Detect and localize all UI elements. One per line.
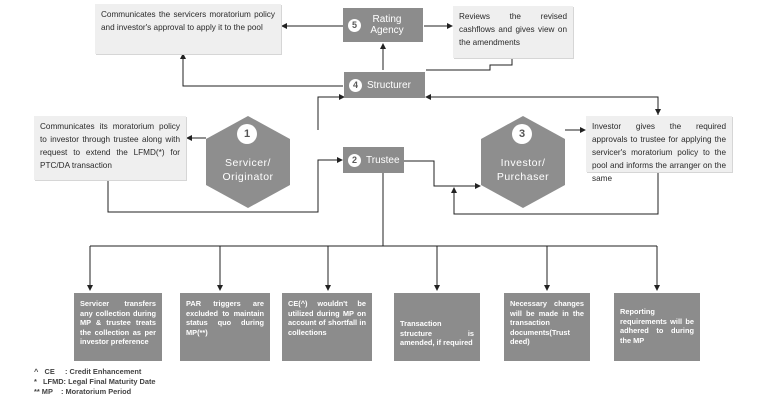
investor-purchaser-label: Investor/ Purchaser xyxy=(496,157,550,183)
structurer-label: Structurer xyxy=(367,79,411,91)
arrow-investor-to-trustee xyxy=(451,172,659,215)
outcome-box: CE(^) wouldn't be utilized during MP on … xyxy=(282,293,372,361)
outcome-box: Reporting requirements will be adhered t… xyxy=(614,293,700,361)
outcome-box: Servicer transfers any collection during… xyxy=(74,293,162,361)
footnote-lfmd: * LFMD: Legal Final Maturity Date xyxy=(34,377,156,386)
trustee-label: Trustee xyxy=(366,154,400,166)
step-number-3: 3 xyxy=(512,124,532,144)
rating-agency-label: Rating Agency xyxy=(370,14,404,36)
outcome-box: Necessary changes will be made in the tr… xyxy=(504,293,590,361)
step-number-5: 5 xyxy=(348,18,361,32)
trustee-box: 2 Trustee xyxy=(343,147,404,173)
footnote-ce: ^ CE : Credit Enhancement xyxy=(34,367,142,376)
note-reviews-cashflows: Reviews the revised cashflows and gives … xyxy=(453,6,573,58)
arrow-servicer-to-trustee xyxy=(107,157,343,213)
step-number-4: 4 xyxy=(349,78,362,92)
note-moratorium-policy: Communicates its moratorium policy to in… xyxy=(34,116,186,180)
servicer-originator-label: Servicer/ Originator xyxy=(222,157,274,183)
note-investor-approvals: Investor gives the required approvals to… xyxy=(586,116,732,183)
outcome-box: PAR triggers are excluded to maintain st… xyxy=(180,293,270,361)
arrow-trustee-to-investor xyxy=(404,160,481,189)
step-number-1: 1 xyxy=(237,124,257,144)
step-number-2: 2 xyxy=(348,153,361,167)
note-communicates-approval: Communicates the servicers moratorium po… xyxy=(95,4,281,54)
structurer-box: 4 Structurer xyxy=(344,72,425,98)
footnote-mp: ** MP : Moratorium Period xyxy=(34,387,132,396)
arrow-investor-to-structurer xyxy=(425,94,659,115)
rating-agency-box: 5 Rating Agency xyxy=(343,8,423,42)
arrow-structurer-to-note xyxy=(180,53,343,87)
arrow-review-to-structurer xyxy=(426,57,513,71)
arrow-trustee-to-structurer xyxy=(317,94,345,130)
outcome-box: Transaction structure is amended, if req… xyxy=(394,293,480,361)
